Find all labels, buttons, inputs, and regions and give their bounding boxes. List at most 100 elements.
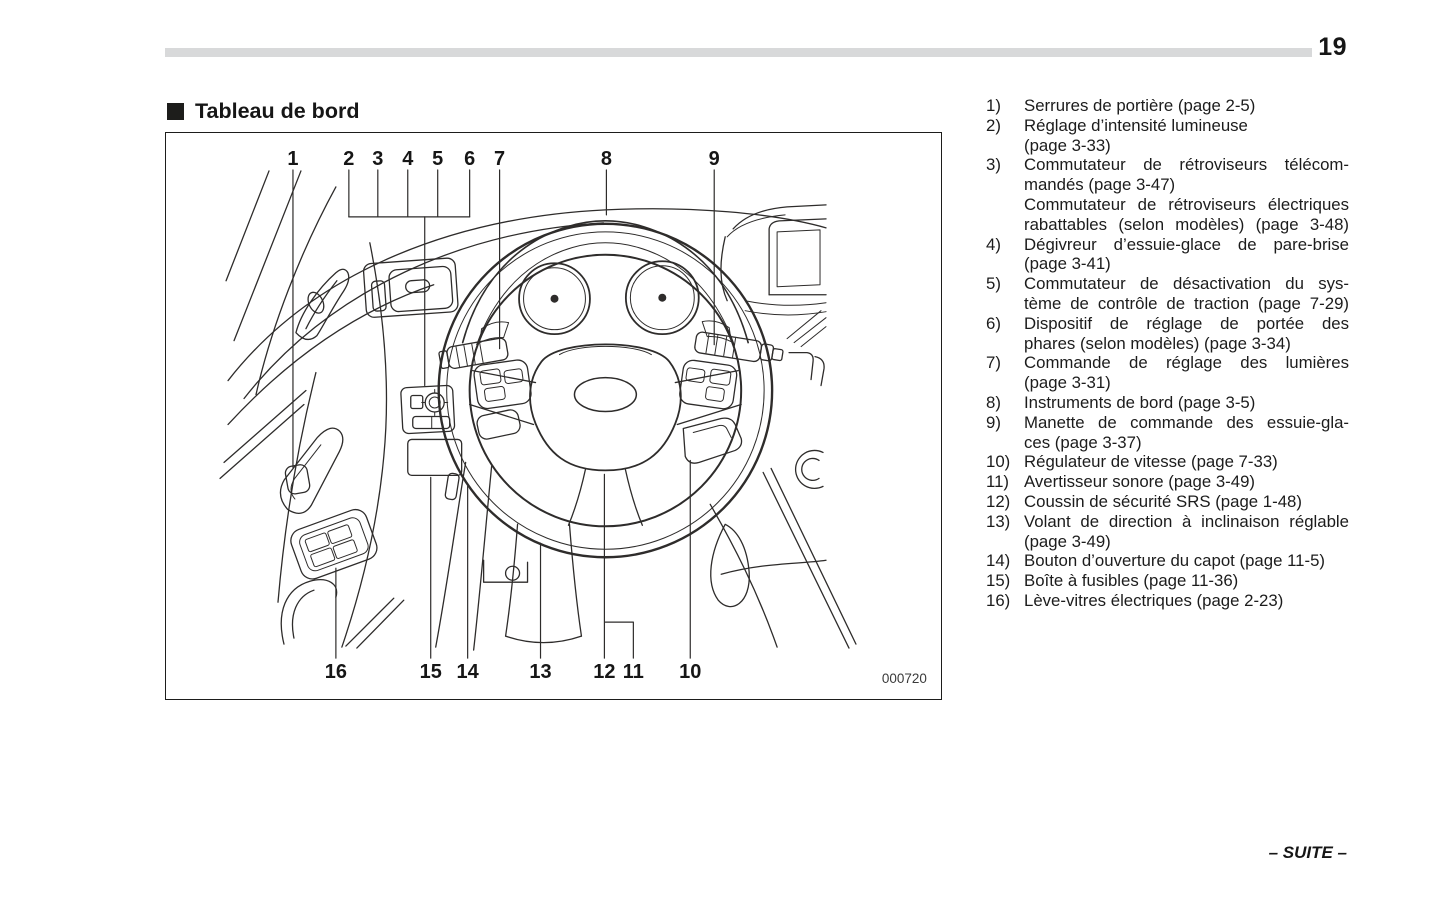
legend-item-number: 6) — [986, 313, 1001, 333]
legend-item-number: 15) — [986, 571, 1011, 591]
legend-item-text: (page 3-33) — [1024, 135, 1111, 155]
legend-item-text: Commande de réglage des lumières — [1024, 353, 1349, 373]
callout-8: 8 — [601, 148, 612, 170]
header-rule — [165, 48, 1312, 57]
legend-item-text: phares (selon modèles) (page 3-34) — [1024, 333, 1291, 353]
legend-item: 15) Boîte à fusibles (page 11-36) — [986, 571, 1349, 591]
legend-item-text: Régulateur de vitesse (page 7-33) — [1024, 452, 1278, 472]
legend-item: 11) Avertisseur sonore (page 3-49) — [986, 472, 1349, 492]
callout-11: 11 — [623, 661, 644, 683]
legend-item-text: Manette de commande des essuie-gla- — [1024, 412, 1349, 432]
figure-id: 000720 — [882, 671, 927, 686]
dashboard-line-art: 1 2 3 4 5 6 7 8 9 16 15 14 13 12 11 10 0… — [219, 148, 927, 686]
cruise-control-lever-art — [682, 417, 743, 464]
legend-item: 8) Instruments de bord (page 3-5) — [986, 393, 1349, 413]
callout-10: 10 — [679, 661, 701, 683]
callout-3: 3 — [372, 148, 383, 170]
wiper-stalk-art — [694, 331, 784, 363]
steering-hub-art — [468, 343, 742, 526]
legend-item-text: tème de contrôle de traction (page 7-29) — [1024, 293, 1349, 313]
callout-13: 13 — [529, 661, 551, 683]
door-handle-art — [279, 427, 344, 514]
legend-item-text: ces (page 3-37) — [1024, 432, 1142, 452]
callout-12: 12 — [593, 661, 615, 683]
callout-5: 5 — [432, 148, 443, 170]
legend-item: 16) Lève-vitres électriques (page 2-23) — [986, 591, 1349, 611]
callout-7: 7 — [494, 148, 505, 170]
legend-item-text: (page 3-49) — [1024, 531, 1111, 551]
legend-item-number: 2) — [986, 115, 1001, 135]
legend-item-number: 9) — [986, 412, 1001, 432]
legend-item-number: 11) — [986, 472, 1010, 492]
legend-list: 1) Serrures de portière (page 2-5) 2) Ré… — [986, 96, 1349, 611]
instrument-cluster-art — [461, 220, 749, 346]
callout-1: 1 — [287, 148, 298, 170]
legend-item: 1) Serrures de portière (page 2-5) — [986, 96, 1349, 116]
armrest-art — [280, 579, 405, 649]
legend-item-text: Commutateur de rétroviseurs télécom- — [1024, 155, 1349, 175]
legend-item-text: mandés (page 3-47) — [1024, 175, 1176, 195]
steering-wheel-art — [437, 222, 774, 559]
legend-item-text: Instruments de bord (page 3-5) — [1024, 392, 1256, 412]
section-heading: Tableau de bord — [167, 99, 359, 124]
legend-item-text: (page 3-41) — [1024, 254, 1111, 274]
legend-item-number: 4) — [986, 234, 1001, 254]
legend-item: 12) Coussin de sécurité SRS (page 1-48) — [986, 492, 1349, 512]
horn-pad-art — [573, 376, 638, 413]
legend-item-text: Bouton d’ouverture du capot (page 11-5) — [1024, 551, 1326, 571]
legend-item-text: Dispositif de réglage de portée des — [1024, 313, 1349, 333]
legend-item-text: Lève-vitres électriques (page 2-23) — [1024, 590, 1284, 610]
legend-item-number: 5) — [986, 274, 1001, 294]
legend-item-number: 1) — [986, 96, 1001, 115]
legend-item: 10) Régulateur de vitesse (page 7-33) — [986, 452, 1349, 472]
legend-item: 2) Réglage d’intensité lumineuse (page 3… — [986, 116, 1349, 156]
legend-item-number: 10) — [986, 452, 1011, 472]
legend-item-number: 14) — [986, 551, 1011, 571]
legend-item-text: Dégivreur d’essuie-glace de pare-brise — [1024, 234, 1349, 254]
section-title: Tableau de bord — [195, 99, 360, 123]
switch-bank-dial-art — [400, 384, 456, 435]
callout-4: 4 — [402, 148, 413, 170]
callout-15: 15 — [420, 661, 442, 683]
side-vent-art — [295, 268, 350, 341]
legend-item-text: rabattables (selon modèles) (page 3-48) — [1024, 214, 1349, 234]
legend-item-text: Boîte à fusibles (page 11-36) — [1024, 571, 1239, 591]
continuation-note: – SUITE – — [1268, 843, 1347, 862]
headlight-stalk-art — [438, 337, 509, 370]
section-marker-square — [167, 103, 184, 120]
mirror-switch-panel-art — [362, 257, 459, 318]
legend-item-number: 13) — [986, 511, 1011, 531]
center-console-art — [709, 310, 857, 649]
legend-item: 3) Commutateur de rétroviseurs télécom- … — [986, 155, 1349, 234]
legend-item-text: Volant de direction à inclinaison réglab… — [1024, 511, 1349, 531]
steering-column-art — [504, 523, 583, 644]
callout-leader-lines — [292, 169, 715, 659]
legend-item: 6) Dispositif de réglage de portée des p… — [986, 314, 1349, 354]
callout-9: 9 — [709, 148, 720, 170]
dashboard-figure: 1 2 3 4 5 6 7 8 9 16 15 14 13 12 11 10 0… — [165, 132, 942, 700]
legend-item-text: Avertisseur sonore (page 3-49) — [1024, 472, 1256, 492]
callout-6: 6 — [464, 148, 475, 170]
legend-item-text: (page 3-31) — [1024, 373, 1111, 393]
window-switch-panel-art — [290, 508, 378, 580]
legend-item-text: Réglage d’intensité lumineuse — [1024, 115, 1248, 135]
legend-item-text: Commutateur de rétroviseurs électriques — [1024, 194, 1349, 214]
legend-item-number: 12) — [986, 491, 1011, 511]
legend-item-text: Coussin de sécurité SRS (page 1-48) — [1024, 491, 1302, 511]
legend-item-number: 3) — [986, 155, 1001, 175]
legend-item-number: 8) — [986, 392, 1001, 412]
legend-item-number: 16) — [986, 590, 1011, 610]
callout-numbers: 1 2 3 4 5 6 7 8 9 16 15 14 13 12 11 10 — [287, 148, 719, 683]
page-number: 19 — [1318, 33, 1347, 61]
legend-item: 7) Commande de réglage des lumières (pag… — [986, 353, 1349, 393]
legend-item: 9) Manette de commande des essuie-gla- c… — [986, 413, 1349, 453]
legend-item-number: 7) — [986, 353, 1001, 373]
legend-item-text: Serrures de portière (page 2-5) — [1024, 96, 1256, 115]
callout-2: 2 — [343, 148, 354, 170]
center-display-art — [720, 204, 827, 316]
legend-item-text: Commutateur de désactivation du sys- — [1024, 274, 1349, 294]
callout-16: 16 — [325, 661, 347, 683]
legend-item: 4) Dégivreur d’essuie-glace de pare-bris… — [986, 235, 1349, 275]
legend-item: 5) Commutateur de désactivation du sys- … — [986, 274, 1349, 314]
